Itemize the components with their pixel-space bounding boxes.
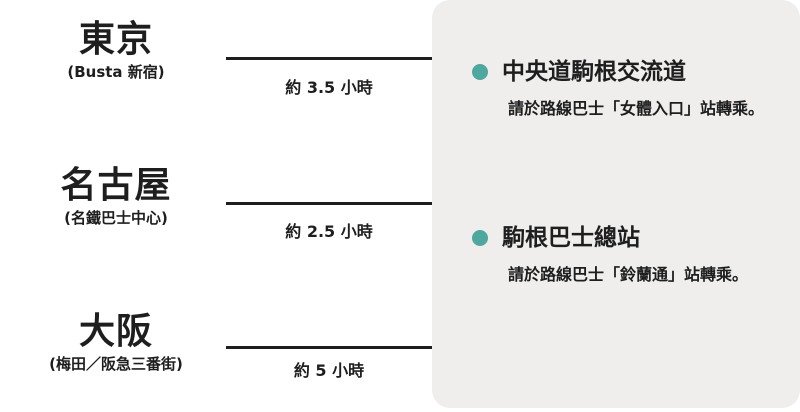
origin-osaka: 大阪 (梅田／阪急三番街) (0, 312, 232, 374)
duration-tokyo: 約 3.5 小時 (285, 78, 373, 97)
stop-dot-icon (472, 230, 488, 246)
origin-station: (名鐵巴士中心) (64, 209, 168, 227)
origin-tokyo: 東京 (Busta 新宿) (0, 20, 232, 82)
stop-name: 駒根巴士總站 (502, 225, 640, 251)
duration-osaka: 約 5 小時 (293, 361, 365, 380)
duration-nagoya: 約 2.5 小時 (285, 222, 373, 241)
route-line-tokyo (226, 57, 432, 60)
origin-name: 大阪 (78, 311, 153, 352)
stop-transfer-note: 請於路線巴士「女體入口」站轉乘。 (508, 99, 765, 118)
route-line-osaka (226, 346, 432, 349)
origin-nagoya: 名古屋 (名鐵巴士中心) (0, 166, 232, 228)
stop-name: 中央道駒根交流道 (502, 59, 686, 85)
stop-dot-icon (472, 64, 488, 80)
route-line-nagoya (226, 202, 432, 205)
origin-station: (梅田／阪急三番街) (49, 355, 183, 373)
stop-transfer-note: 請於路線巴士「鈴蘭通」站轉乘。 (508, 265, 749, 284)
destination-panel: 中央道駒根交流道 請於路線巴士「女體入口」站轉乘。 駒根巴士總站 請於路線巴士「… (432, 0, 800, 408)
origin-name: 東京 (78, 19, 153, 60)
origin-station: (Busta 新宿) (67, 63, 165, 81)
origin-name: 名古屋 (60, 165, 172, 206)
